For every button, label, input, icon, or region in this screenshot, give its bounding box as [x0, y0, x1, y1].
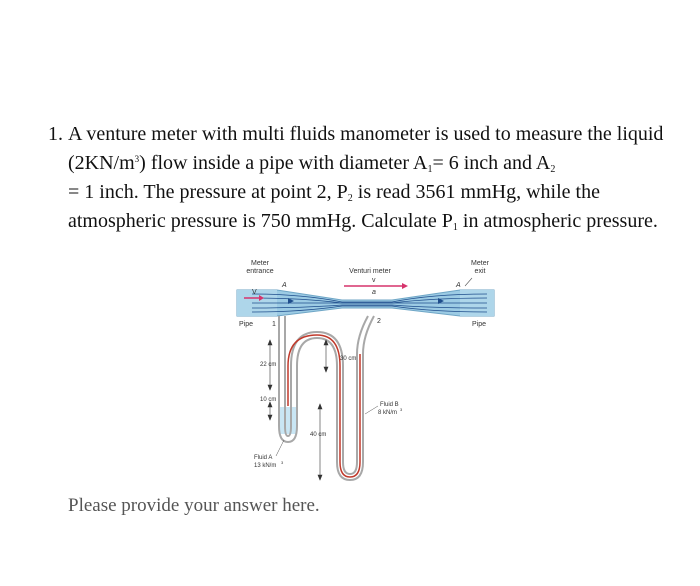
- fluid-b-sup: 3: [400, 407, 403, 412]
- fluid-b-label-2: 8 kN/m: [378, 410, 397, 416]
- fluid-b-line: [287, 334, 361, 478]
- question-sub-a2: 2: [550, 164, 556, 175]
- question-text-part-6: in atmospheric pressure.: [462, 210, 658, 232]
- flow-streamlines: [251, 293, 488, 313]
- flow-arrowheads: [288, 298, 444, 304]
- question-text-part-3: = 6 inch and A: [432, 152, 551, 174]
- fluid-a-sup: 3: [281, 460, 284, 465]
- dim-30cm-label: 30 cm: [340, 356, 356, 362]
- question-text-part-5: is read 3561 mmHg, while the atmospheric…: [68, 181, 600, 232]
- question-text-part-1: A venture meter with multi fluids manome…: [68, 123, 664, 174]
- area-a-left-label: A: [281, 282, 287, 289]
- fluid-a-leader: [275, 439, 285, 457]
- question-sub-p2: 2: [347, 193, 353, 204]
- fluid-a-label-1: Fluid A: [254, 455, 272, 461]
- dim-40cm-label: 40 cm: [310, 432, 326, 438]
- velocity-v-left-label: V: [252, 289, 257, 296]
- meter-entrance-label-2: entrance: [246, 268, 273, 275]
- question-sub-p1: 1: [452, 222, 458, 233]
- answer-prompt: Please provide your answer here.: [68, 495, 320, 516]
- fluid-a-column: [279, 407, 297, 434]
- meter-exit-label-2: exit: [475, 268, 486, 275]
- venturi-meter-label: Venturi meter: [349, 268, 391, 275]
- fluid-b-leader: [364, 405, 379, 415]
- pipe-right-label: Pipe: [472, 321, 486, 328]
- exit-leader-line: [464, 277, 473, 287]
- question-text-part-4: = 1 inch. The pressure at point 2, P: [68, 181, 348, 203]
- question-sub-a1: 1: [427, 164, 433, 175]
- velocity-v-throat-label: v: [372, 277, 376, 284]
- manometer-tube: [278, 315, 375, 482]
- point-2-label: 2: [377, 318, 381, 325]
- area-a-throat-label: a: [372, 289, 376, 296]
- dim-10cm-label: 10 cm: [260, 397, 276, 403]
- pipe-left-label: Pipe: [239, 321, 253, 328]
- dimension-lines: [267, 339, 329, 481]
- venturi-meter-figure: Meter entrance Venturi meter Meter exit …: [232, 256, 496, 488]
- meter-exit-label-1: Meter: [471, 260, 490, 267]
- dim-22cm-label: 22 cm: [260, 362, 276, 368]
- question-text: 1. A venture meter with multi fluids man…: [48, 120, 678, 236]
- area-a-right-label: A: [455, 282, 461, 289]
- velocity-arrowhead-left: [259, 295, 264, 301]
- fluid-a-label-2: 13 kN/m: [254, 463, 276, 469]
- velocity-arrowhead-throat: [402, 283, 408, 289]
- point-1-label: 1: [272, 321, 276, 328]
- venturi-diagram: Meter entrance Venturi meter Meter exit …: [236, 260, 495, 482]
- fluid-b-label-1: Fluid B: [380, 402, 399, 408]
- question-body: A venture meter with multi fluids manome…: [68, 120, 678, 236]
- meter-entrance-label-1: Meter: [251, 260, 270, 267]
- question-sup-3: 3: [134, 154, 140, 164]
- question-number: 1.: [48, 123, 63, 145]
- question-text-part-2: ) flow inside a pipe with diameter A: [139, 152, 428, 174]
